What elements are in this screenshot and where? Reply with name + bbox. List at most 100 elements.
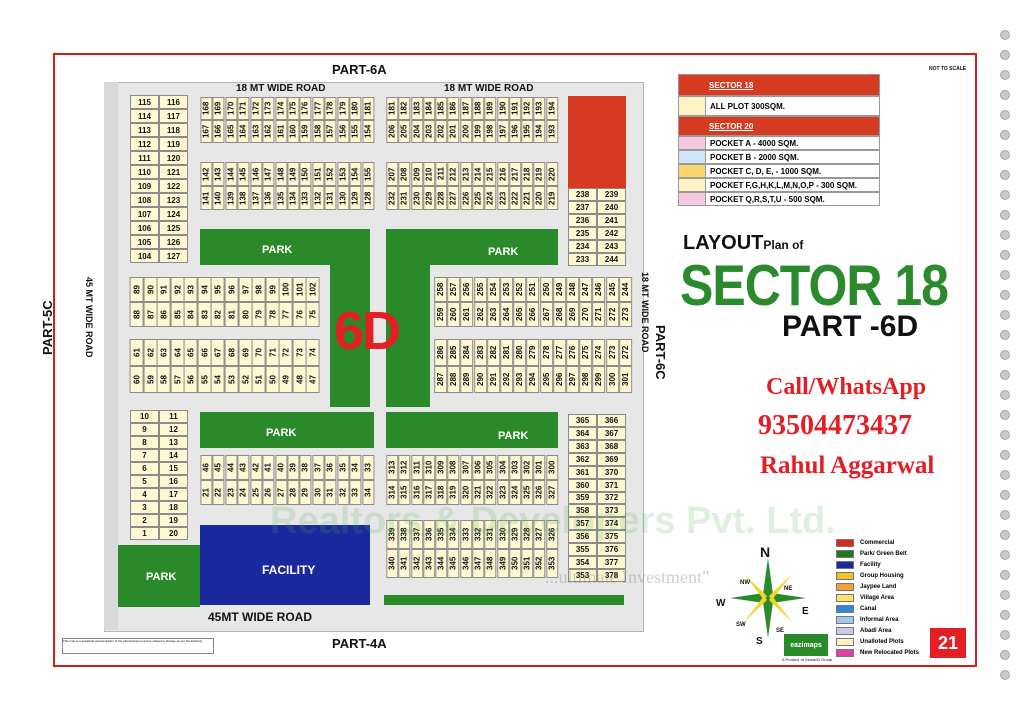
plot-126: 126: [159, 235, 188, 249]
plot-292: 292: [500, 366, 514, 393]
plot-195: 195: [521, 120, 534, 143]
plot-348: 348: [484, 549, 497, 578]
legend-key-label: New Relocated Plots: [860, 650, 920, 656]
plot-14: 14: [159, 449, 188, 462]
plot-227: 227: [447, 186, 460, 210]
plot-20: 20: [159, 527, 188, 540]
plot-372: 372: [597, 491, 626, 505]
plot-248: 248: [566, 277, 580, 302]
plot-354: 354: [568, 556, 597, 570]
title-part: PART -6D: [782, 310, 919, 343]
plot-95: 95: [211, 277, 225, 302]
legend-key-item: Group Housing: [836, 571, 904, 581]
plot-174: 174: [274, 97, 287, 120]
plot-96: 96: [225, 277, 239, 302]
plot-351: 351: [521, 549, 534, 578]
plot-211: 211: [435, 162, 448, 186]
plot-186: 186: [447, 97, 460, 120]
park-mid-right: [386, 412, 558, 448]
plot-197: 197: [496, 120, 509, 143]
plot-97: 97: [238, 277, 253, 302]
plot-375: 375: [597, 530, 626, 544]
plot-123: 123: [159, 193, 188, 207]
legend-key-label: Jaypee Land: [860, 584, 897, 590]
legend-key-swatch: [836, 583, 854, 591]
legend-text: POCKET Q,R,S,T,U - 500 SQM.: [710, 194, 825, 204]
legend-key-swatch: [836, 572, 854, 580]
plot-138: 138: [237, 186, 250, 210]
plot-202: 202: [435, 120, 448, 143]
plot-102: 102: [306, 277, 320, 302]
plot-57: 57: [170, 366, 185, 393]
plot-36: 36: [324, 455, 337, 480]
plot-240: 240: [597, 201, 626, 214]
legend-key-swatch: [836, 605, 854, 613]
plot-135: 135: [274, 186, 287, 210]
plot-301: 301: [533, 455, 546, 480]
plot-301: 301: [618, 366, 632, 393]
brand-box: eazimaps: [784, 634, 828, 656]
plot-244: 244: [618, 277, 632, 302]
plot-49: 49: [279, 366, 293, 393]
swatch: [679, 165, 706, 177]
plot-168: 168: [200, 97, 213, 120]
plot-245: 245: [605, 277, 619, 302]
plot-46: 46: [200, 455, 213, 480]
plot-370: 370: [597, 465, 626, 479]
plot-122: 122: [159, 179, 188, 193]
plot-273: 273: [618, 302, 632, 327]
page-number: 21: [937, 632, 959, 653]
legend-key-item: Village Area: [836, 593, 894, 603]
plot-184: 184: [422, 97, 436, 120]
legend-key-item: Park/ Green Belt: [836, 549, 907, 559]
plot-132: 132: [311, 186, 325, 210]
plot-232: 232: [386, 186, 399, 210]
plot-117: 117: [159, 109, 188, 123]
legend-key-item: Jaypee Land: [836, 582, 896, 592]
plot-37: 37: [311, 455, 325, 480]
plot-266: 266: [526, 302, 540, 327]
plot-7: 7: [130, 449, 159, 462]
plot-155: 155: [361, 162, 374, 186]
plot-365: 365: [568, 414, 597, 427]
plot-199: 199: [472, 120, 485, 143]
plot-281: 281: [500, 339, 514, 366]
plot-241: 241: [597, 214, 626, 227]
swatch: [679, 193, 706, 205]
plot-43: 43: [237, 455, 250, 480]
plot-359: 359: [568, 491, 597, 505]
plot-278: 278: [539, 339, 553, 366]
commercial-block: [568, 96, 626, 188]
plot-303: 303: [508, 455, 522, 480]
plot-192: 192: [521, 97, 534, 120]
plot-243: 243: [597, 240, 626, 253]
plot-145: 145: [237, 162, 250, 186]
plot-13: 13: [159, 436, 188, 449]
compass-w: W: [716, 598, 726, 609]
plot-363: 363: [568, 439, 597, 453]
plot-311: 311: [410, 455, 423, 480]
plot-81: 81: [225, 302, 239, 327]
plot-146: 146: [249, 162, 263, 186]
plot-342: 342: [410, 549, 423, 578]
plot-276: 276: [566, 339, 580, 366]
plot-12: 12: [159, 423, 188, 436]
plot-341: 341: [398, 549, 411, 578]
park-bottom-left: [118, 545, 200, 607]
plot-250: 250: [539, 277, 553, 302]
plot-178: 178: [324, 97, 337, 120]
plot-371: 371: [597, 478, 626, 492]
plot-356: 356: [568, 530, 597, 544]
plot-108: 108: [130, 193, 159, 207]
plot-226: 226: [459, 186, 472, 210]
brand-name: eazimaps: [790, 641, 822, 649]
plot-275: 275: [579, 339, 593, 366]
compass-nw: NW: [740, 580, 750, 586]
plot-255: 255: [473, 277, 487, 302]
plot-152: 152: [324, 162, 337, 186]
plot-212: 212: [447, 162, 460, 186]
plot-161: 161: [274, 120, 287, 143]
compass-icon: [730, 558, 806, 638]
plot-106: 106: [130, 221, 159, 235]
plot-203: 203: [422, 120, 436, 143]
